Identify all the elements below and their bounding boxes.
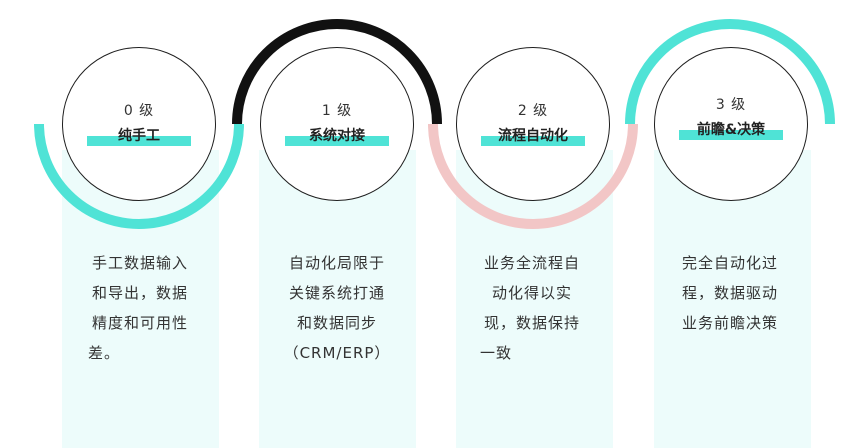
stage-2-level: 2 级	[517, 103, 549, 119]
stage-0-desc-line: 差。	[88, 344, 121, 362]
stage-1-name: 系统对接	[309, 128, 365, 144]
stage-3-circle: 3 级 前瞻&决策	[654, 47, 808, 201]
stage-0-circle: 0 级 纯手工	[62, 47, 216, 201]
stage-1-desc-line: 自动化局限于	[288, 254, 385, 272]
stage-1-arc	[232, 19, 442, 125]
stage-2-name: 流程自动化	[498, 128, 568, 144]
stage-0-highlight-bar	[87, 136, 191, 146]
stage-2-name-label: 流程自动化	[481, 122, 585, 150]
stage-1-highlight-bar	[285, 136, 389, 146]
stage-0-name-label: 纯手工	[87, 122, 191, 150]
stage-2-description: 业务全流程自 动化得以实 现，数据保持 一致	[472, 248, 592, 368]
stage-3-desc-line: 程，数据驱动	[681, 284, 778, 302]
stage-1-circle: 1 级 系统对接	[260, 47, 414, 201]
stage-1-desc-line: 和数据同步	[296, 314, 377, 332]
stage-0-description: 手工数据输入 和导出，数据 精度和可用性 差。	[80, 248, 200, 368]
stage-3-name-label: 前瞻&决策	[679, 116, 783, 144]
stage-0-desc-line: 精度和可用性	[91, 314, 188, 332]
stage-3-arc	[625, 19, 835, 125]
stage-3-desc-line: 完全自动化过	[681, 254, 778, 272]
stage-0-arc	[34, 123, 244, 229]
stage-2-arc	[428, 123, 638, 229]
stage-0-desc-line: 和导出，数据	[91, 284, 188, 302]
stage-1-desc-line: 关键系统打通	[288, 284, 385, 302]
stage-1-level: 1 级	[321, 103, 353, 119]
stage-2-desc-line: 现，数据保持	[483, 314, 580, 332]
stage-2-highlight-bar	[481, 136, 585, 146]
stage-1-name-label: 系统对接	[285, 122, 389, 150]
stage-3-level: 3 级	[715, 97, 747, 113]
stage-2-circle: 2 级 流程自动化	[456, 47, 610, 201]
stage-1-desc-line: （CRM/ERP）	[283, 344, 391, 362]
stage-0-desc-line: 手工数据输入	[91, 254, 188, 272]
stage-2-desc-line: 动化得以实	[491, 284, 572, 302]
stage-3-highlight-bar	[679, 130, 783, 140]
stage-1-description: 自动化局限于 关键系统打通 和数据同步 （CRM/ERP）	[277, 248, 397, 368]
stage-3-description: 完全自动化过 程，数据驱动 业务前瞻决策	[670, 248, 790, 338]
stage-2-desc-line: 业务全流程自	[483, 254, 580, 272]
stage-3-desc-line: 业务前瞻决策	[681, 314, 778, 332]
stage-2-desc-line: 一致	[480, 344, 513, 362]
stage-3-name: 前瞻&决策	[696, 122, 766, 138]
stage-0-level: 0 级	[123, 103, 155, 119]
stage-0-name: 纯手工	[118, 128, 160, 144]
